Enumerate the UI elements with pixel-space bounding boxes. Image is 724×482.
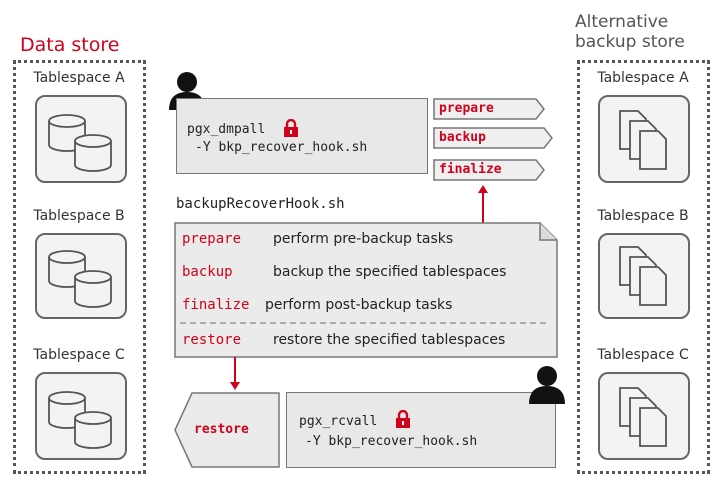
hook-keyword: finalize — [182, 297, 250, 313]
backup-tablespace-a-label: Tablespace A — [597, 70, 689, 86]
stage-backup: backup — [439, 130, 486, 145]
hook-file-name: backupRecoverHook.sh — [176, 196, 345, 212]
hook-keyword: prepare — [182, 231, 242, 247]
hook-desc: restore the specified tablespaces — [273, 332, 506, 348]
dmpall-command-box: pgx_dmpall -Y bkp_recover_hook.sh — [176, 98, 428, 174]
arrow-down-icon — [230, 357, 240, 390]
stage-arrows — [433, 98, 553, 181]
database-icon — [48, 391, 112, 449]
data-store-title: Data store — [20, 34, 120, 56]
hook-desc: backup the specified tablespaces — [273, 264, 507, 280]
document-stack-icon — [619, 387, 667, 447]
document-stack-icon — [619, 110, 667, 170]
hook-row-prepare: prepare — [182, 231, 241, 247]
database-icon — [48, 114, 112, 172]
data-tablespace-a-label: Tablespace A — [33, 70, 125, 86]
data-tablespace-c-label: Tablespace C — [33, 347, 125, 363]
backup-tablespace-b-label: Tablespace B — [597, 208, 689, 224]
backup-tablespace-a — [598, 95, 690, 183]
hook-row-restore: restore — [182, 332, 241, 348]
hook-desc: perform post-backup tasks — [265, 297, 453, 313]
user-icon — [529, 366, 565, 404]
restore-label: restore — [194, 422, 249, 437]
hook-keyword: backup — [182, 264, 233, 280]
backup-store-frame — [577, 60, 710, 474]
backup-store-title-line2: backup store — [575, 32, 685, 52]
hook-keyword: restore — [182, 332, 242, 348]
data-store-frame — [13, 60, 146, 474]
document-stack-icon — [619, 246, 667, 306]
data-tablespace-b-label: Tablespace B — [33, 208, 125, 224]
lock-icon — [396, 410, 410, 428]
backup-tablespace-c-label: Tablespace C — [597, 347, 689, 363]
rcvall-command-line1: pgx_rcvall — [299, 414, 378, 429]
hook-file-document — [174, 222, 558, 358]
backup-tablespace-b — [598, 233, 690, 319]
hook-row-backup: backup — [182, 264, 233, 280]
database-icon — [48, 250, 112, 308]
data-tablespace-c — [35, 372, 127, 460]
rcvall-command-box: pgx_rcvall -Y bkp_recover_hook.sh — [286, 392, 556, 468]
backup-store-title-line1: Alternative — [575, 12, 669, 32]
hook-row-finalize: finalize — [182, 297, 249, 313]
lock-icon — [284, 119, 298, 137]
dmpall-command-line1: pgx_dmpall — [187, 122, 266, 137]
hook-desc: perform pre-backup tasks — [273, 231, 454, 247]
data-tablespace-b — [35, 233, 127, 319]
backup-store-title: Alternative backup store — [575, 12, 685, 52]
stage-finalize: finalize — [439, 162, 502, 177]
rcvall-command-line2: -Y bkp_recover_hook.sh — [305, 434, 478, 449]
arrow-up-icon — [478, 185, 488, 224]
restore-arrow — [174, 392, 280, 468]
stage-prepare: prepare — [439, 101, 494, 116]
backup-tablespace-c — [598, 372, 690, 460]
dmpall-command-line2: -Y bkp_recover_hook.sh — [195, 140, 368, 155]
data-tablespace-a — [35, 95, 127, 183]
